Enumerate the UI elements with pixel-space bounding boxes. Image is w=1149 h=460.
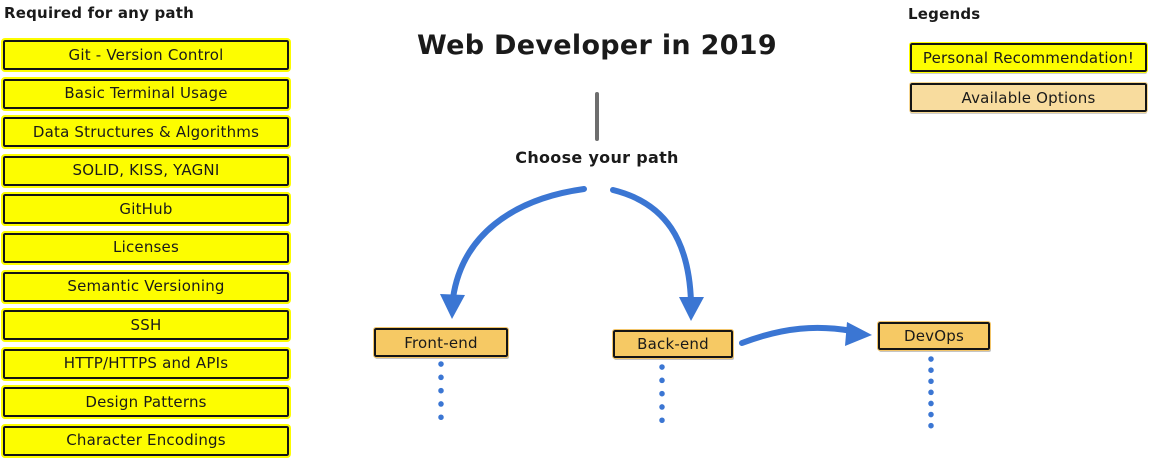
required-item-semver: Semantic Versioning bbox=[1, 269, 291, 304]
page-title: Web Developer in 2019 bbox=[417, 30, 777, 61]
required-item-git: Git - Version Control bbox=[1, 38, 291, 72]
required-item-http: HTTP/HTTPS and APIs bbox=[1, 346, 291, 381]
legend-heading: Legends bbox=[908, 5, 981, 23]
title-divider-line bbox=[595, 92, 599, 141]
arrow-to-back-end bbox=[610, 187, 694, 305]
required-item-design-patterns: Design Patterns bbox=[1, 385, 291, 420]
arrow-to-devops bbox=[739, 324, 855, 346]
path-node-back-end: Back-end bbox=[612, 329, 734, 359]
required-item-licenses: Licenses bbox=[1, 230, 291, 265]
required-item-github: GitHub bbox=[1, 192, 291, 227]
path-node-front-end: Front-end bbox=[373, 327, 509, 358]
required-item-ssh: SSH bbox=[1, 308, 291, 343]
required-item-terminal: Basic Terminal Usage bbox=[1, 76, 291, 111]
required-list: Git - Version Control Basic Terminal Usa… bbox=[1, 38, 291, 460]
required-item-data-structures: Data Structures & Algorithms bbox=[1, 115, 291, 150]
arrow-to-front-end bbox=[450, 186, 587, 301]
legend-personal-recommendation: Personal Recommendation! bbox=[909, 42, 1148, 73]
required-item-solid: SOLID, KISS, YAGNI bbox=[1, 153, 291, 188]
path-node-devops: DevOps bbox=[877, 321, 991, 351]
choose-path-label: Choose your path bbox=[515, 148, 679, 167]
legend-available-options: Available Options bbox=[909, 82, 1148, 113]
required-section-heading: Required for any path bbox=[4, 4, 194, 22]
required-item-encodings: Character Encodings bbox=[1, 423, 291, 458]
